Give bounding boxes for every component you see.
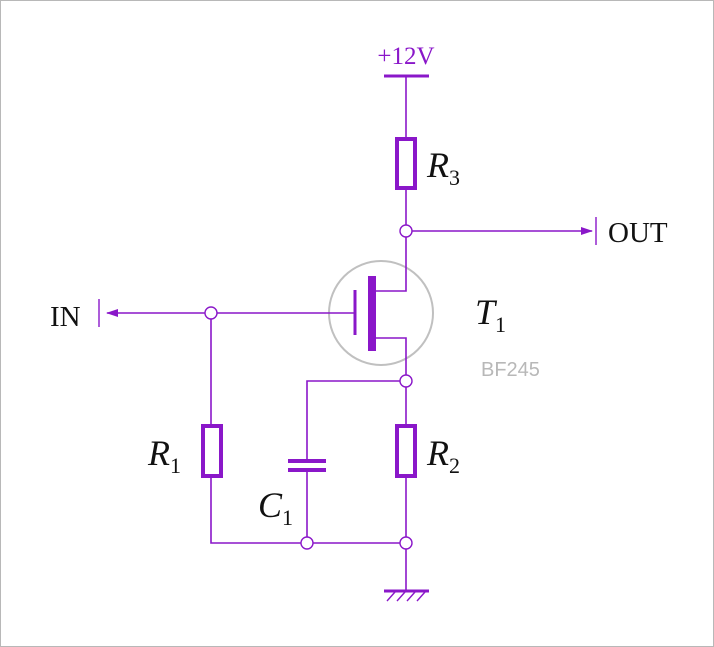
input-label: IN	[50, 301, 81, 333]
node-drain-output	[399, 224, 413, 238]
resistor-r3	[395, 137, 417, 190]
r1-label-base: R	[147, 433, 170, 473]
transistor-label-base: T	[475, 292, 498, 332]
resistor-r2	[395, 424, 417, 478]
part-number-label: BF245	[481, 359, 540, 381]
node-bottom-ground	[399, 536, 413, 550]
r3-label-base: R	[426, 145, 449, 185]
ground-hatch	[386, 591, 426, 602]
transistor-label: T1	[475, 292, 506, 337]
supply-label: +12V	[377, 43, 434, 70]
node-bottom-c1	[300, 536, 314, 550]
r1-label-sub: 1	[170, 453, 181, 478]
wire-source-to-c1	[306, 380, 400, 461]
r3-label-sub: 3	[449, 165, 460, 190]
node-input-gate	[204, 306, 218, 320]
node-source	[399, 374, 413, 388]
wire-r1-to-bottom	[210, 476, 301, 544]
c1-label-sub: 1	[282, 505, 293, 530]
r2-label-base: R	[426, 433, 449, 473]
c1-label: C1	[258, 485, 293, 530]
r3-label: R3	[426, 145, 460, 190]
c1-label-base: C	[258, 485, 283, 525]
r1-label: R1	[147, 433, 181, 478]
r2-label: R2	[426, 433, 460, 478]
r2-label-sub: 2	[449, 453, 460, 478]
transistor-drain-lead	[375, 237, 407, 292]
transistor-source-lead	[375, 337, 407, 375]
transistor-label-sub: 1	[495, 312, 506, 337]
resistor-r1	[201, 424, 223, 478]
output-label: OUT	[608, 217, 668, 249]
